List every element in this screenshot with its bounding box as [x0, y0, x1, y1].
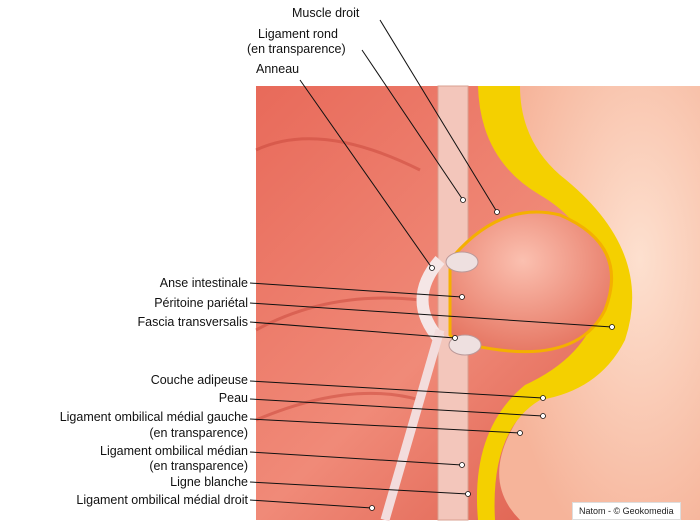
- label-lig-med-gauche: Ligament ombilical médial gauche: [59, 410, 248, 424]
- image-credit: Natom - © Geokomedia: [572, 502, 681, 520]
- label-lig-median: Ligament ombilical médian: [100, 444, 248, 458]
- label-muscle-droit: Muscle droit: [292, 6, 360, 20]
- label-ligne-blanche: Ligne blanche: [170, 475, 248, 489]
- label-peritoine: Péritoine pariétal: [154, 296, 248, 310]
- label-anse-intestinale: Anse intestinale: [159, 276, 248, 290]
- label-lig-med-gauche-sub: (en transparence): [149, 426, 248, 440]
- label-fascia: Fascia transversalis: [137, 315, 248, 329]
- label-lig-median-sub: (en transparence): [149, 459, 248, 473]
- ligament-teres: [380, 328, 445, 522]
- label-ligament-rond-sub: (en transparence): [247, 42, 346, 56]
- fat-layer: [476, 86, 633, 520]
- label-peau: Peau: [218, 391, 248, 405]
- label-anneau: Anneau: [256, 62, 300, 76]
- label-couche-adipeuse: Couche adipeuse: [150, 373, 248, 387]
- skin-outside: [499, 86, 700, 520]
- label-ligament-rond: Ligament rond: [258, 27, 338, 41]
- label-lig-med-droit: Ligament ombilical médial droit: [76, 493, 248, 507]
- hernia-sac: [448, 210, 614, 354]
- leader-lines: [249, 19, 613, 509]
